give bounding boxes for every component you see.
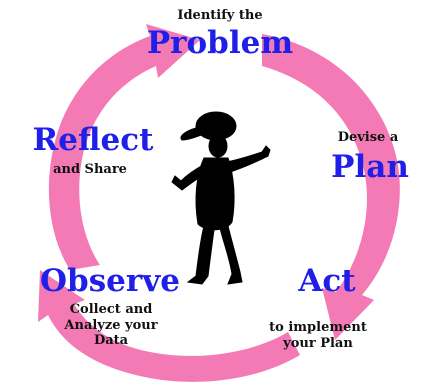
observe-post-label: Collect and Analyze your Data: [64, 302, 158, 349]
observe-title: Observe: [40, 263, 180, 299]
arrow-act-to-observe: [38, 270, 300, 382]
problem-title: Problem: [146, 25, 294, 61]
thinking-person-icon: [171, 111, 271, 285]
arrow-problem-to-act: [262, 34, 400, 340]
plan-pre-label: Devise a: [337, 130, 399, 145]
reflect-post-label: and Share: [53, 162, 127, 177]
arrow-observe-to-problem: [48, 24, 201, 270]
problem-pre-label: Identify the: [177, 8, 263, 23]
plan-title: Plan: [331, 149, 409, 185]
act-title: Act: [298, 263, 356, 299]
act-post-label: to implement your Plan: [269, 320, 367, 351]
reflect-title: Reflect: [32, 122, 154, 158]
